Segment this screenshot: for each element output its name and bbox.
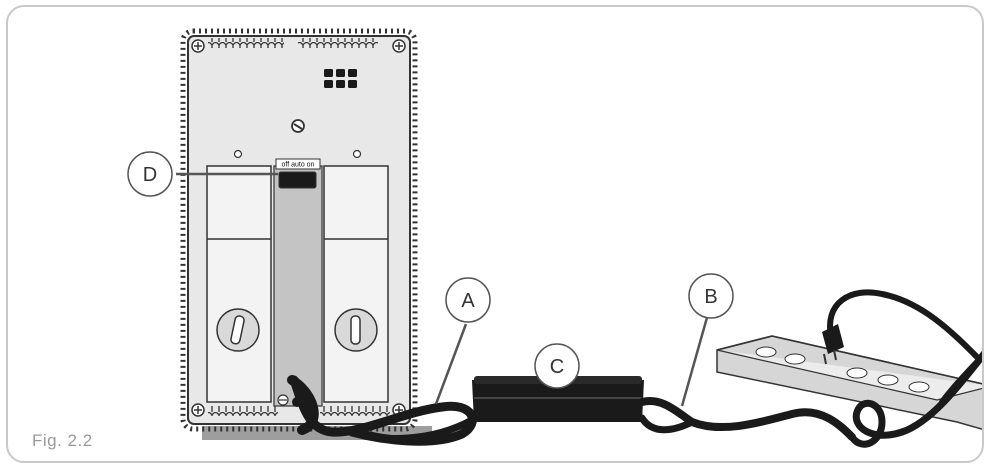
bottom-vents-left [208,406,278,416]
figure-illustration: off auto on [127,28,982,448]
callout-leader-b [680,313,710,407]
callout-label: B [704,286,717,308]
callout-a: A [445,277,491,323]
figure-caption: Fig. 2.2 [32,431,93,450]
callout-label: D [143,164,157,186]
power-plug [822,324,844,365]
figure-frame: off auto on [6,5,984,463]
top-vents-right [298,38,378,48]
switch-label: off auto on [282,162,315,169]
callout-b: B [688,273,734,319]
center-panel [273,165,323,407]
power-cables [287,289,982,448]
top-vents-left [208,38,284,48]
callout-d: D [127,151,173,197]
callout-c: C [534,343,580,389]
led-indicator-right [352,149,362,159]
callout-leaders [176,172,710,407]
drive-bay-right [323,165,389,403]
led-indicator-left [233,149,243,159]
hard-drive-enclosure: off auto on [180,28,432,440]
power-switch: off auto on [275,158,321,189]
center-screw-icon [291,119,305,133]
power-strip [716,335,982,430]
callout-label: A [461,290,475,312]
callout-leader-a [434,323,468,405]
callout-label: C [550,356,564,378]
bottom-vents-right [320,406,390,416]
drive-bay-left [206,165,272,403]
brand-logo-icon [324,69,357,88]
